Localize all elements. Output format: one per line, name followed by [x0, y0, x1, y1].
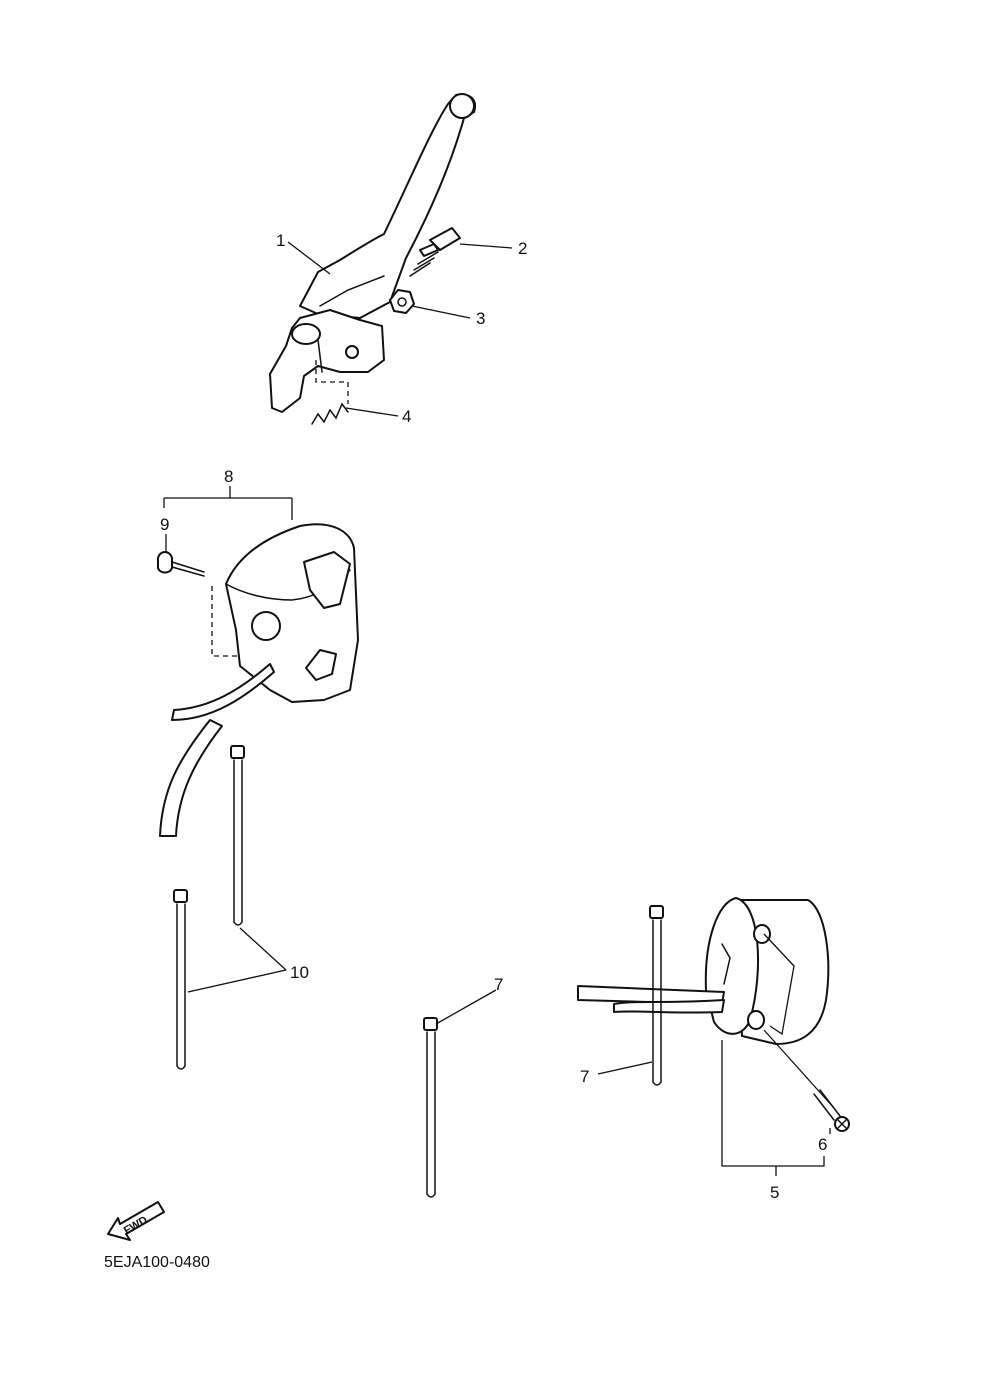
lever-nut	[389, 289, 415, 314]
lever-pivot-bolt	[409, 227, 461, 277]
leader-lines	[163, 241, 835, 1176]
cable-band-lower	[173, 889, 188, 1070]
right-switch-cables	[577, 985, 725, 1014]
left-handlebar-switch	[211, 523, 359, 703]
lever-holder	[269, 309, 385, 413]
right-handlebar-switch	[704, 897, 830, 1045]
callout-3: 3	[476, 309, 485, 328]
left-switch-cable	[159, 663, 275, 837]
diagram-code: 5EJA100-0480	[104, 1254, 210, 1271]
callout-2: 2	[518, 239, 527, 258]
fwd-label: FWD	[122, 1214, 150, 1237]
lever-spring	[311, 360, 349, 425]
fwd-arrow-icon: FWD	[107, 1201, 165, 1241]
callout-7-right: 7	[580, 1067, 589, 1086]
callout-4: 4	[402, 407, 411, 426]
callout-10: 10	[290, 963, 309, 982]
right-switch-screw	[813, 1089, 850, 1132]
callout-9: 9	[160, 515, 169, 534]
left-switch-screw	[157, 551, 205, 577]
brake-lever	[299, 93, 476, 319]
callout-8: 8	[224, 467, 233, 486]
cable-band-right	[649, 905, 664, 1086]
callout-1: 1	[276, 231, 285, 250]
callout-7-loose: 7	[494, 975, 503, 994]
cable-band-loose	[423, 1017, 438, 1198]
cable-band-upper	[230, 745, 245, 926]
callout-5: 5	[770, 1183, 779, 1202]
callout-6: 6	[818, 1135, 827, 1154]
